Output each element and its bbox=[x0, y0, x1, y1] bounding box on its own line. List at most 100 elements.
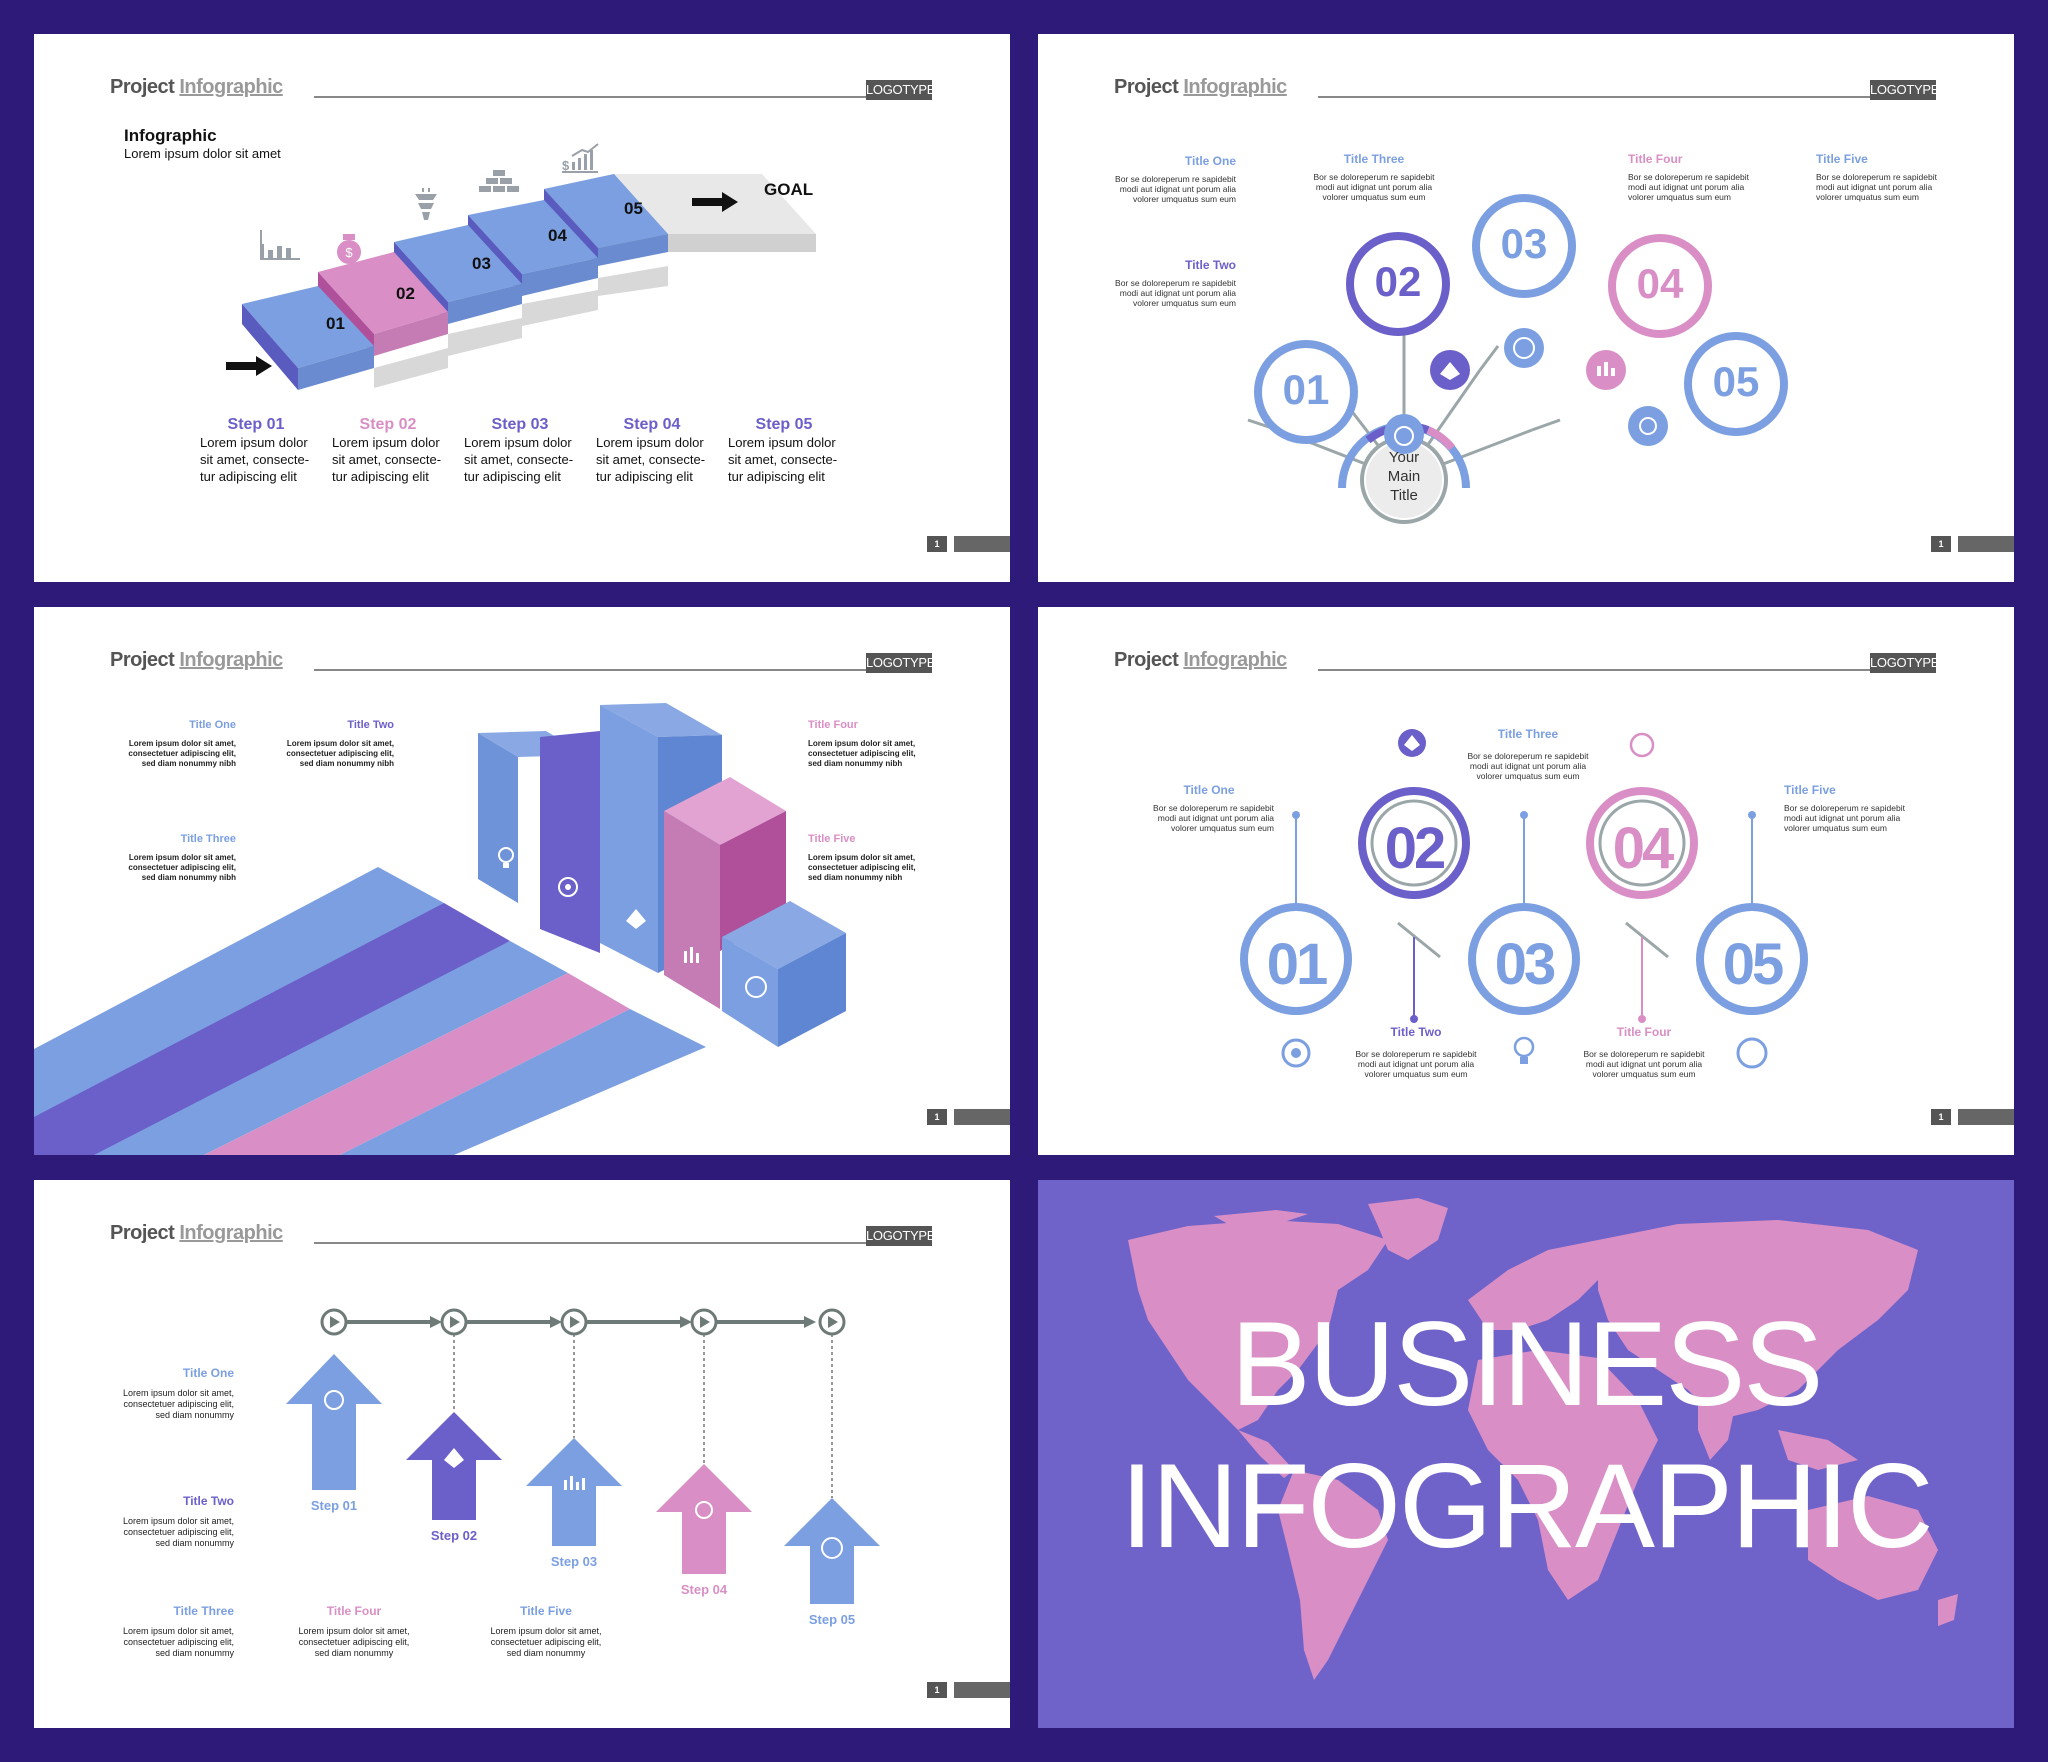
slide-header: Project Infographic bbox=[1114, 76, 1287, 99]
arrow-text: sed diam nonummy bbox=[155, 1538, 234, 1548]
page-number: 1 bbox=[927, 1109, 947, 1125]
page-number: 1 bbox=[1931, 1109, 1951, 1125]
handshake-icon bbox=[626, 909, 646, 929]
fan-text: Bor se doloreperum re sapidebit bbox=[1115, 174, 1236, 184]
node-05 bbox=[1684, 332, 1788, 436]
arrow-title: Title Five bbox=[520, 1604, 572, 1618]
header-project: Project bbox=[1114, 76, 1179, 98]
bar-text: Lorem ipsum dolor sit amet, bbox=[286, 739, 394, 748]
slide-chain: Project Infographic LOGOTYPE 01 bbox=[1038, 607, 2014, 1155]
lightbulb-icon bbox=[498, 847, 514, 868]
chain-text: modi aut idignat unt porum alia bbox=[1585, 1059, 1703, 1069]
step-text: tur adipiscing elit bbox=[332, 469, 429, 484]
fan-text: modi aut idignat unt porum alia bbox=[1315, 182, 1433, 192]
3d-bar-diagram bbox=[34, 703, 846, 1155]
step-text: tur adipiscing elit bbox=[200, 469, 297, 484]
stopwatch-icon bbox=[324, 1390, 344, 1410]
stair-4-top bbox=[468, 200, 598, 274]
bar-3-top bbox=[600, 703, 722, 737]
stopwatch-icon bbox=[1384, 414, 1424, 454]
arrow-title-three: Title Three Lorem ipsum dolor sit amet, … bbox=[94, 1604, 234, 1659]
bar-title: Title Three bbox=[180, 833, 236, 845]
page-bar bbox=[1958, 1109, 2014, 1125]
stair-2-top bbox=[318, 252, 448, 334]
handshake-icon bbox=[444, 1448, 464, 1468]
chart-icon bbox=[564, 1476, 585, 1490]
center-line: Title bbox=[1390, 487, 1418, 504]
chain-text: volorer umquatus sum eum bbox=[1592, 1069, 1696, 1079]
fan-text: volorer umquatus sum eum bbox=[1628, 192, 1731, 202]
bar-title: Title Two bbox=[347, 719, 394, 731]
node-label-03: 03 bbox=[1500, 220, 1548, 267]
handshake-icon bbox=[1430, 350, 1470, 390]
node-label-01: 01 bbox=[1282, 366, 1330, 413]
header-project: Project bbox=[110, 1222, 175, 1244]
chain-text: modi aut idignat unt porum alia bbox=[1469, 761, 1587, 771]
strip-2 bbox=[34, 903, 510, 1155]
center-title: Your Main Title bbox=[1364, 448, 1444, 505]
bar-title-four: Title Four Lorem ipsum dolor sit amet, c… bbox=[808, 719, 938, 769]
map-europe bbox=[1468, 1240, 1608, 1330]
chain-text: volorer umquatus sum eum bbox=[1364, 1069, 1468, 1079]
chain-label-04: 04 bbox=[1612, 816, 1675, 881]
bar-text: sed diam nonummy nibh bbox=[808, 759, 903, 768]
step-title: Step 05 bbox=[755, 416, 813, 433]
stair-4-gray bbox=[598, 266, 668, 296]
fan-text: volorer umquatus sum eum bbox=[1133, 298, 1236, 308]
fan-text: volorer umquatus sum eum bbox=[1133, 194, 1236, 204]
stair-label-2: 02 bbox=[396, 284, 415, 303]
step-card-5: Step 05 Lorem ipsum dolor sit amet, cons… bbox=[728, 416, 848, 485]
arrow-label-3: Step 03 bbox=[550, 1554, 598, 1569]
goal-arrow-icon bbox=[692, 192, 738, 212]
funnel-icon bbox=[415, 188, 437, 220]
fan-title: Title Two bbox=[1185, 258, 1236, 272]
chain-title-five: Title Five Bor se doloreperum re sapideb… bbox=[1784, 783, 1924, 833]
header-infographic: Infographic bbox=[179, 649, 283, 671]
target-icon bbox=[1628, 406, 1668, 446]
header-infographic: Infographic bbox=[179, 76, 283, 98]
chain-title-three: Title Three Bor se doloreperum re sapide… bbox=[1458, 727, 1598, 781]
arrow-text: consectetuer adipiscing elit, bbox=[490, 1637, 602, 1647]
step-card-1: Step 01 Lorem ipsum dolor sit amet, cons… bbox=[200, 416, 320, 485]
arrow-label-2: Step 02 bbox=[430, 1528, 478, 1543]
dollar-cycle-icon bbox=[1504, 328, 1544, 368]
arrow-title: Title One bbox=[182, 1366, 234, 1380]
arrow-title-two: Title Two Lorem ipsum dolor sit amet, co… bbox=[94, 1494, 234, 1549]
bar-3-front bbox=[600, 705, 658, 973]
chain-text: modi aut idignat unt porum alia bbox=[1784, 813, 1901, 823]
step-text: sit amet, consecte- bbox=[728, 452, 838, 467]
header-project: Project bbox=[1114, 649, 1179, 671]
svg-text:$: $ bbox=[345, 245, 353, 260]
bar-title: Title One bbox=[189, 719, 236, 731]
bar-text: sed diam nonummy nibh bbox=[141, 759, 236, 768]
fan-text: volorer umquatus sum eum bbox=[1322, 192, 1426, 202]
arrow-text: Lorem ipsum dolor sit amet, bbox=[122, 1626, 234, 1636]
slide1-subtitle: Lorem ipsum dolor sit amet bbox=[124, 146, 281, 161]
stair-1-side bbox=[242, 304, 298, 390]
header-rule bbox=[1318, 669, 1896, 671]
chain-text: Bor se doloreperum re sapidebit bbox=[1467, 751, 1589, 761]
arrow-label-4: Step 04 bbox=[680, 1582, 728, 1597]
page-number: 1 bbox=[927, 1682, 947, 1698]
arrow-text: sed diam nonummy bbox=[314, 1648, 394, 1658]
node-03 bbox=[1472, 194, 1576, 298]
bar-2-front bbox=[540, 731, 600, 953]
arrow-title: Title Three bbox=[173, 1604, 234, 1618]
arrow-text: sed diam nonummy bbox=[506, 1648, 586, 1658]
arrow-text: Lorem ipsum dolor sit amet, bbox=[122, 1516, 234, 1526]
bar-5-top bbox=[722, 901, 846, 969]
arrow-title: Title Two bbox=[183, 1494, 234, 1508]
page-bar bbox=[954, 536, 1010, 552]
step-text: sit amet, consecte- bbox=[596, 452, 706, 467]
bar-text: consectetuer adipiscing elit, bbox=[128, 863, 236, 872]
slide-3d-bars: Project Infographic LOGOTYPE Title On bbox=[34, 607, 1010, 1155]
chain-title: Title Five bbox=[1784, 783, 1836, 797]
bar-1-front bbox=[478, 733, 518, 903]
fan-title-three: Title Three Bor se doloreperum re sapide… bbox=[1304, 152, 1444, 202]
arrow-title-one: Title One Lorem ipsum dolor sit amet, co… bbox=[94, 1366, 234, 1421]
map-africa bbox=[1468, 1350, 1658, 1600]
strip-4 bbox=[204, 973, 630, 1155]
header-infographic: Infographic bbox=[1183, 649, 1287, 671]
stair-5-top bbox=[544, 174, 668, 248]
step-card-2: Step 02 Lorem ipsum dolor sit amet, cons… bbox=[332, 416, 452, 485]
